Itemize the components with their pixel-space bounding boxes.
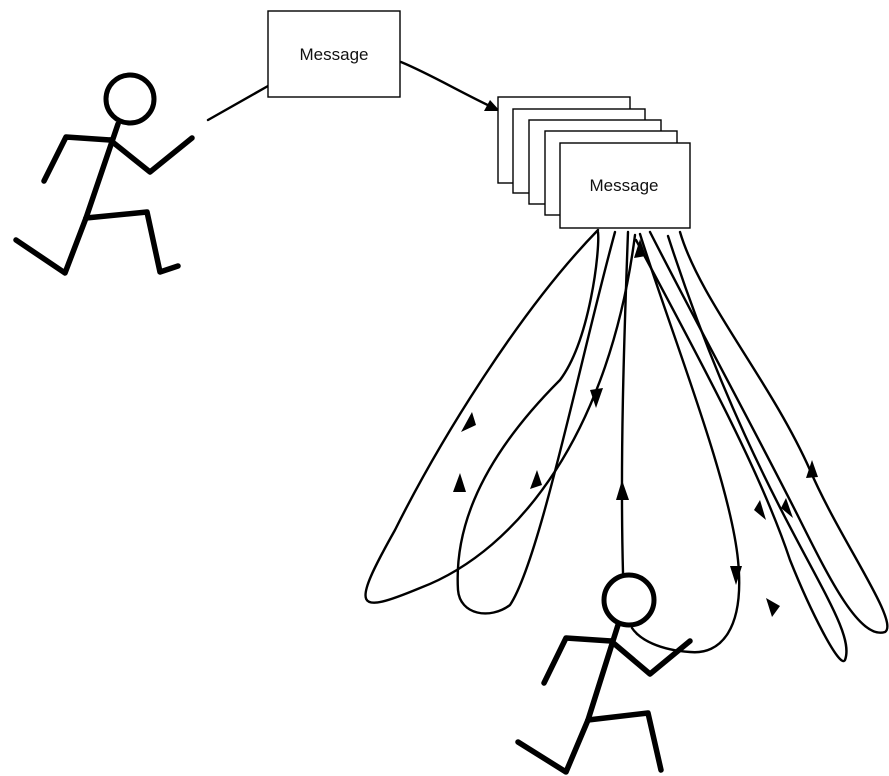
message-loop <box>650 232 887 633</box>
message-loop <box>622 232 628 573</box>
loop-arrowhead <box>616 480 629 500</box>
loop-arrowhead <box>453 473 466 492</box>
loop-arrowhead <box>590 388 603 408</box>
deliver-arrow <box>401 62 494 108</box>
loop-arrowhead <box>766 598 780 617</box>
loop-arrowhead <box>461 412 476 432</box>
receiver-stick-figure-icon <box>518 575 690 772</box>
sender-stick-figure-icon <box>16 75 192 273</box>
loop-arrowhead <box>530 470 542 489</box>
stack-message-label: Message <box>590 176 659 195</box>
loop-arrowhead <box>754 500 766 520</box>
message-loop <box>458 232 615 613</box>
message-loop <box>636 236 847 661</box>
message-loop <box>365 230 635 603</box>
send-line <box>208 86 268 120</box>
message-stack: Message <box>498 97 690 228</box>
sent-message-label: Message <box>300 45 369 64</box>
sent-message-box: Message <box>268 11 400 97</box>
